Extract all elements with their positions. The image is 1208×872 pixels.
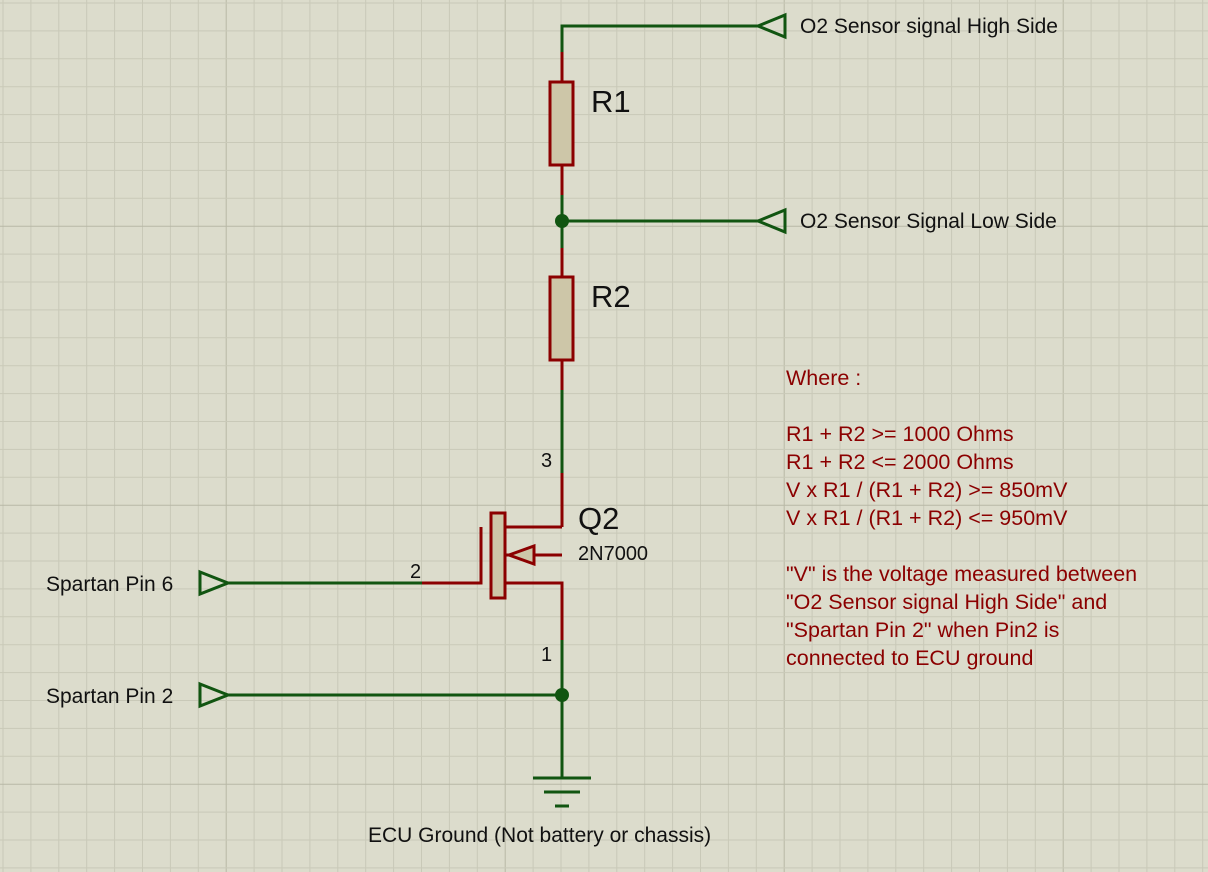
terminal-pin6-icon[interactable] [198, 569, 233, 597]
ground-label: ECU Ground (Not battery or chassis) [368, 824, 712, 847]
q2-pin-drain-label: 3 [541, 450, 553, 472]
wire-o2-high [560, 24, 758, 52]
junction-dot [555, 688, 569, 702]
mosfet-q2[interactable] [422, 473, 564, 640]
note-line: Where : [786, 366, 862, 390]
design-note: Where : R1 + R2 >= 1000 Ohms R1 + R2 <= … [786, 364, 1137, 672]
note-line: V x R1 / (R1 + R2) <= 950mV [786, 506, 1068, 530]
r2-ref-label: R2 [591, 279, 631, 314]
note-line: R1 + R2 >= 1000 Ohms [786, 422, 1014, 446]
terminal-label-o2-high: O2 Sensor signal High Side [800, 15, 1058, 38]
q2-pin-gate-label: 2 [410, 561, 422, 583]
note-line: connected to ECU ground [786, 646, 1034, 670]
ground-icon [533, 776, 591, 808]
note-line: "O2 Sensor signal High Side" and [786, 590, 1108, 614]
junction-dot [555, 214, 569, 228]
note-line: V x R1 / (R1 + R2) >= 850mV [786, 478, 1068, 502]
terminal-label-o2-low: O2 Sensor Signal Low Side [800, 210, 1057, 233]
terminals [198, 12, 787, 709]
terminal-label-pin2: Spartan Pin 2 [46, 685, 174, 708]
resistor-r2[interactable] [548, 248, 575, 390]
note-line: R1 + R2 <= 2000 Ohms [786, 450, 1014, 474]
terminal-label-pin6: Spartan Pin 6 [46, 573, 174, 596]
note-line: "Spartan Pin 2" when Pin2 is [786, 618, 1060, 642]
q2-part-label: 2N7000 [578, 543, 649, 565]
wires [228, 24, 758, 778]
r1-ref-label: R1 [591, 84, 631, 119]
q2-ref-label: Q2 [578, 501, 620, 536]
note-line [786, 532, 1137, 560]
note-line [786, 392, 1137, 420]
terminal-o2-low-icon[interactable] [754, 207, 787, 235]
terminal-o2-high-icon[interactable] [754, 12, 787, 40]
terminal-pin2-icon[interactable] [198, 681, 233, 709]
note-line: "V" is the voltage measured between [786, 562, 1138, 586]
resistor-r1[interactable] [548, 52, 575, 195]
q2-pin-source-label: 1 [541, 644, 553, 666]
